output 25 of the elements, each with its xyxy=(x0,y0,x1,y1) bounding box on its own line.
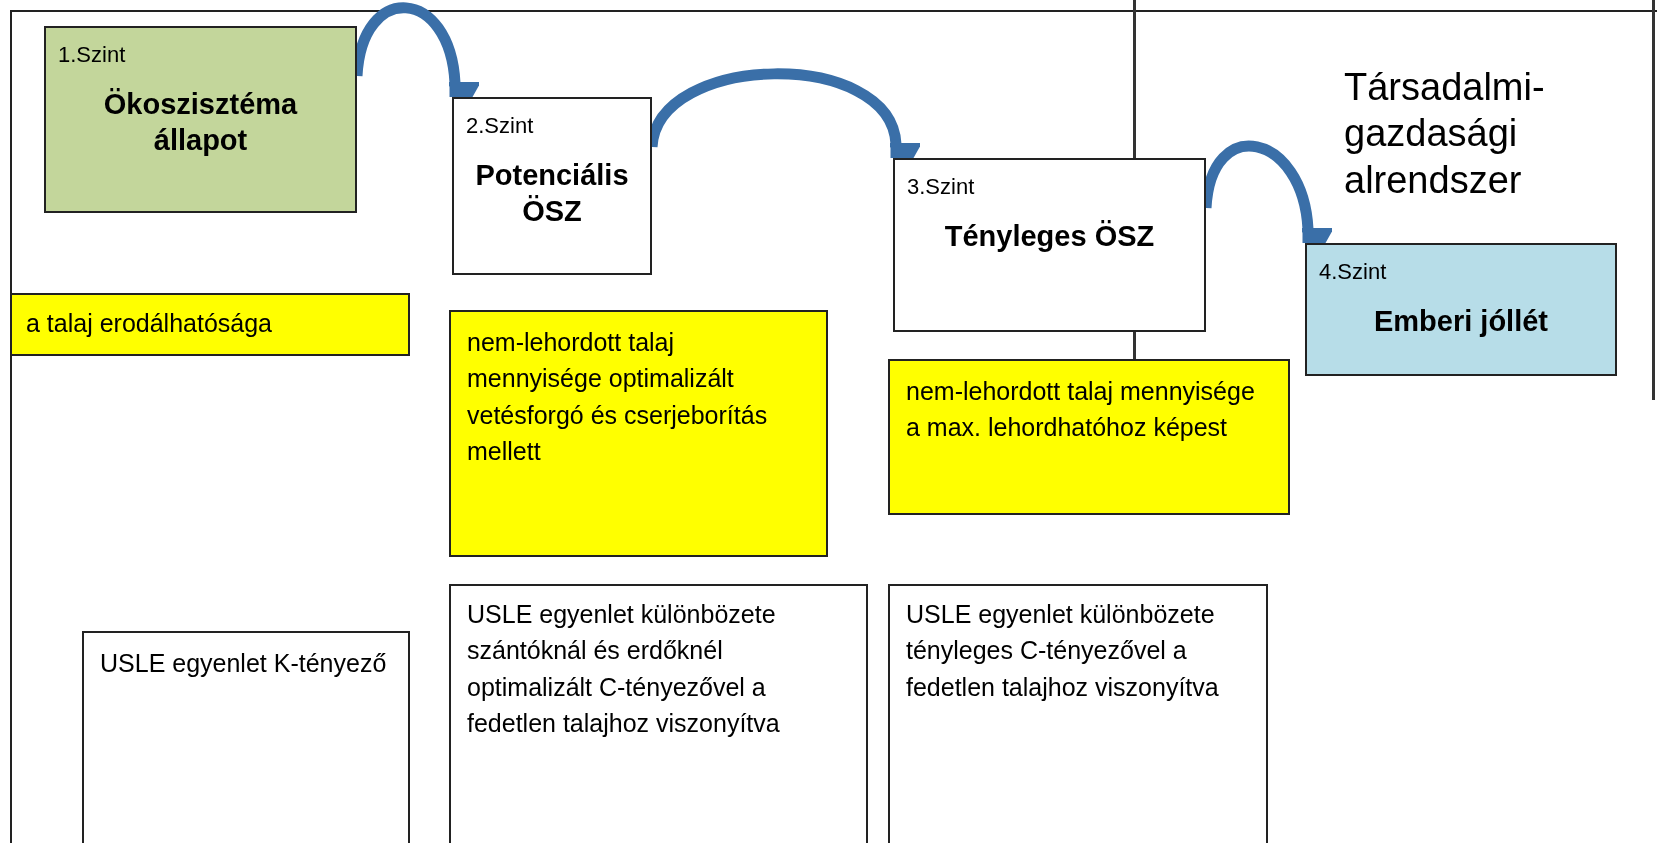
box-text: nem-lehordott talaj mennyisége a max. lehordhatóhoz képest xyxy=(906,376,1256,444)
method-box xyxy=(82,631,410,843)
box-text: USLE egyenlet K-tényező xyxy=(100,648,388,679)
level-title: Potenciális ÖSZ xyxy=(474,158,630,230)
level-title: Emberi jóllét xyxy=(1372,304,1549,339)
indicator-box xyxy=(888,359,1290,515)
level-label: 2.Szint xyxy=(466,113,535,139)
level-title: Tényleges ÖSZ xyxy=(943,219,1156,254)
box-text: USLE egyenlet különbözete tényleges C-tényezővel a fedetlen talajhoz viszonyítva xyxy=(906,599,1220,703)
box-text: USLE egyenlet különbözete szántóknál és erdőknél optimalizált C-tényezővel a fedetlen talajhoz viszonyítva xyxy=(467,599,781,739)
level-box xyxy=(44,26,357,213)
level-label: 1.Szint xyxy=(58,42,127,68)
level-box xyxy=(1305,243,1617,376)
box-text: a talaj erodálhatósága xyxy=(26,308,274,339)
box-text: nem-lehordott talaj mennyisége optimalizált vetésforgó és cserjeborítás mellett xyxy=(467,327,769,467)
level-box xyxy=(893,158,1206,332)
method-box xyxy=(888,584,1268,843)
method-box xyxy=(449,584,868,843)
level-label: 3.Szint xyxy=(907,174,976,200)
level-title: Ökoszisztéma állapot xyxy=(102,87,299,159)
level-box xyxy=(452,97,652,275)
level-label: 4.Szint xyxy=(1319,259,1388,285)
subsystem-label: Társadalmi-gazdasági alrendszer xyxy=(1344,65,1546,203)
indicator-box xyxy=(10,293,410,356)
indicator-box xyxy=(449,310,828,557)
